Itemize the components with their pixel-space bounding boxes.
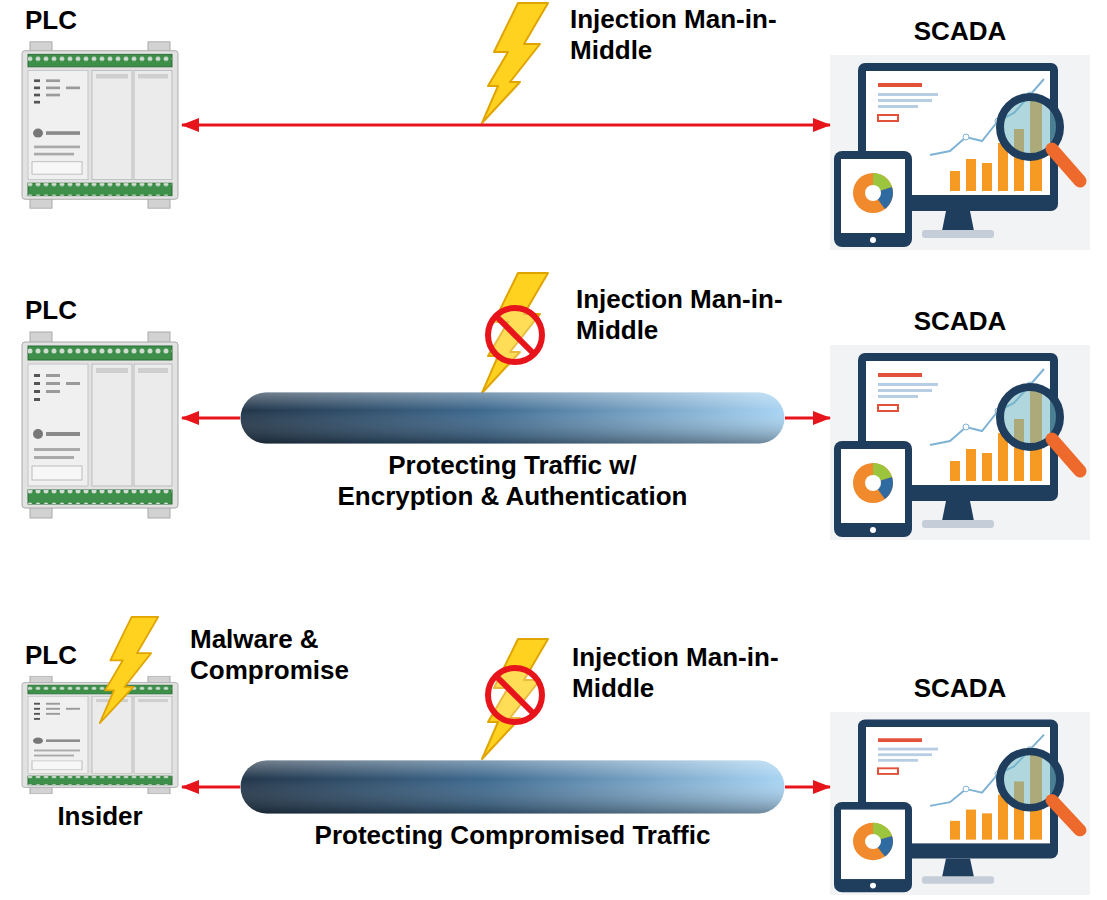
tunnel-shape [240, 392, 785, 444]
traffic-arrow [182, 786, 240, 789]
tunnel-body [241, 393, 785, 444]
threat-label: Injection Man-in-Middle [572, 642, 812, 704]
threat-label: Injection Man-in-Middle [570, 4, 810, 66]
device-label: PLC [25, 295, 77, 326]
device-label: PLC [25, 640, 77, 671]
tunnel-body [241, 761, 785, 814]
plc-picture [22, 42, 178, 208]
threat-label: Injection Man-in-Middle [576, 284, 816, 346]
traffic-arrow [182, 417, 240, 420]
tunnel-shading [241, 393, 785, 444]
protected-tunnel: Protecting Compromised Traffic [240, 760, 785, 814]
plc-device: PLC [18, 330, 182, 520]
blocked-sign [488, 308, 542, 362]
scada-picture [830, 712, 1090, 895]
scada-station: SCADA [830, 712, 1090, 895]
tunnel-caption: Protecting Traffic w/ Encryption & Authe… [293, 450, 733, 512]
scada-picture [830, 345, 1090, 540]
tunnel-caption: Protecting Compromised Traffic [233, 820, 793, 851]
device-label: SCADA [914, 673, 1006, 704]
scada-picture [830, 55, 1090, 250]
traffic-arrow [785, 786, 830, 789]
blocked-sign [488, 668, 542, 722]
plc-device: PLC [18, 40, 182, 210]
plc-picture [22, 676, 178, 793]
attack-bolt [482, 3, 548, 123]
tunnel-shading [241, 761, 785, 814]
malware-bolt [100, 617, 158, 723]
traffic-arrow [182, 124, 830, 127]
scada-station: SCADA [830, 345, 1090, 540]
scada-station: SCADA [830, 55, 1090, 250]
device-label: SCADA [914, 306, 1006, 337]
tunnel-shape [240, 760, 785, 814]
plc-picture [22, 332, 178, 518]
plc-device: PLCInsider [18, 675, 182, 795]
threat-label: Malware & Compromise [190, 624, 390, 686]
device-label: PLC [25, 5, 77, 36]
traffic-arrow [785, 417, 830, 420]
device-label: SCADA [914, 16, 1006, 47]
protected-tunnel: Protecting Traffic w/ Encryption & Authe… [240, 392, 785, 444]
attack-bolt [482, 273, 548, 393]
attack-bolt [482, 639, 548, 759]
insider-label: Insider [57, 801, 142, 832]
